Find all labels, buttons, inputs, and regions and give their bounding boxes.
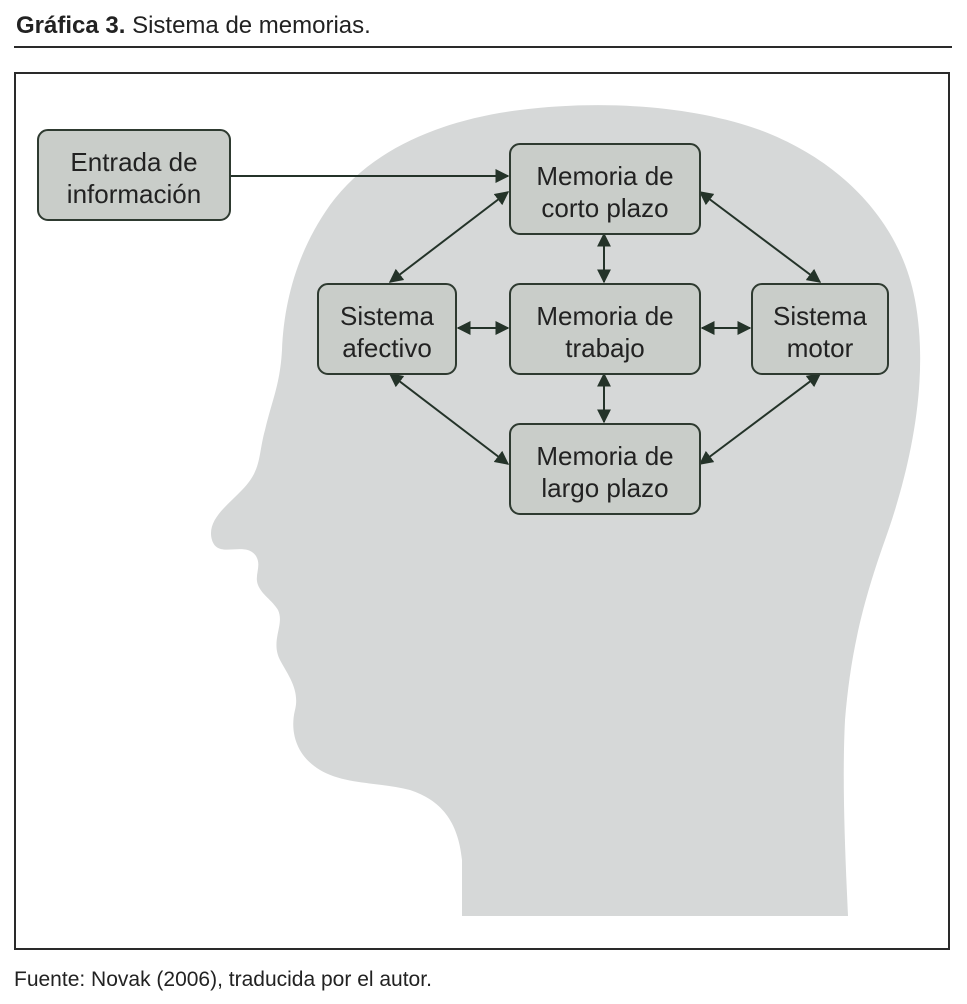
- node-entrada-line1: Entrada de: [70, 147, 197, 177]
- figure-label: Gráfica 3.: [16, 12, 126, 39]
- node-entrada-line2: información: [67, 179, 201, 209]
- arrow-corto-motor: [698, 191, 822, 283]
- figure-caption: Sistema de memorias.: [132, 12, 371, 39]
- arrow-afectivo-largo: [388, 373, 510, 465]
- node-corto-line1: Memoria de: [536, 161, 673, 191]
- node-afectivo-line1: Sistema: [340, 301, 434, 331]
- node-motor-line2: motor: [787, 333, 854, 363]
- arrow-motor-largo: [698, 373, 822, 465]
- node-motor: Sistema motor: [751, 283, 889, 375]
- node-afectivo-line2: afectivo: [342, 333, 432, 363]
- node-trabajo-line2: trabajo: [565, 333, 645, 363]
- node-corto-line2: corto plazo: [541, 193, 668, 223]
- title-rule: [14, 46, 952, 48]
- arrow-corto-afectivo: [388, 191, 510, 283]
- node-corto: Memoria de corto plazo: [509, 143, 701, 235]
- node-trabajo: Memoria de trabajo: [509, 283, 701, 375]
- node-afectivo: Sistema afectivo: [317, 283, 457, 375]
- node-largo-line1: Memoria de: [536, 441, 673, 471]
- node-motor-line1: Sistema: [773, 301, 867, 331]
- node-largo: Memoria de largo plazo: [509, 423, 701, 515]
- node-largo-line2: largo plazo: [541, 473, 668, 503]
- node-trabajo-line1: Memoria de: [536, 301, 673, 331]
- node-entrada: Entrada de información: [37, 129, 231, 221]
- source-note: Fuente: Novak (2006), traducida por el a…: [14, 968, 432, 991]
- figure-title: Gráfica 3. Sistema de memorias.: [16, 10, 371, 42]
